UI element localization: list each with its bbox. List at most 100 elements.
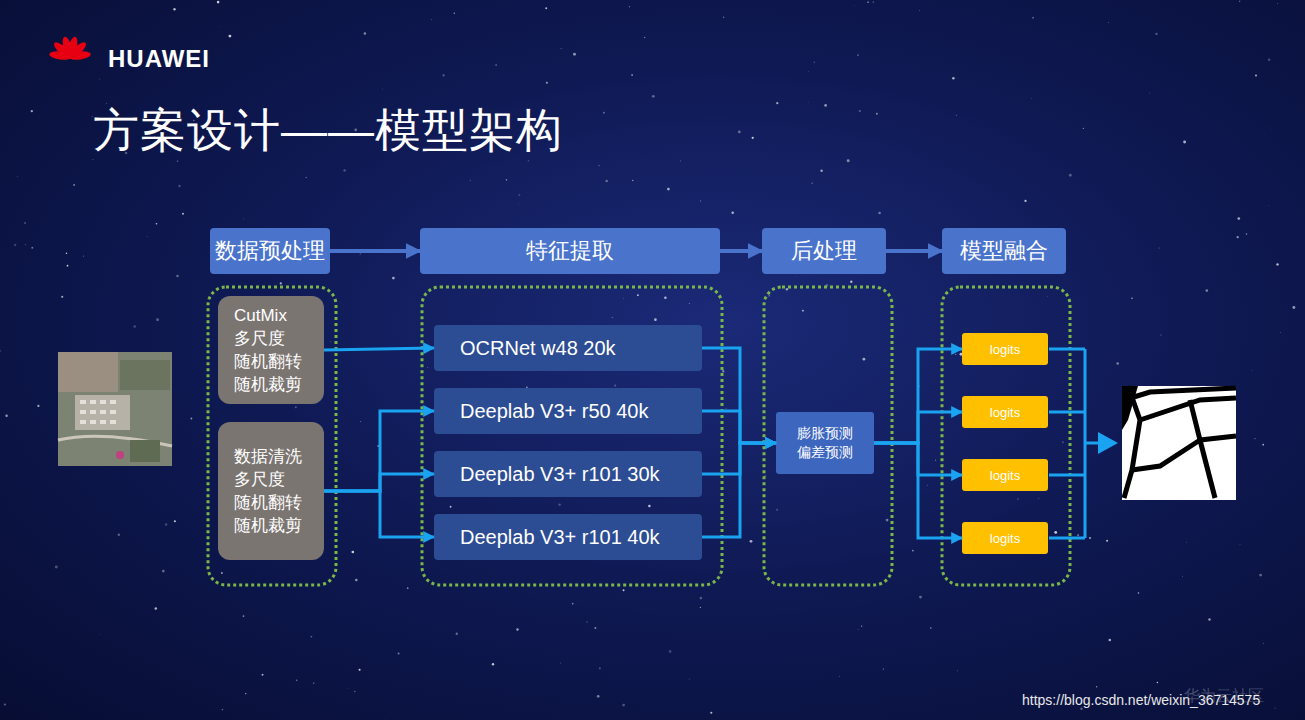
star — [605, 180, 607, 182]
star — [1271, 127, 1273, 129]
star — [347, 688, 349, 690]
star — [545, 7, 547, 9]
star — [165, 523, 168, 526]
star — [431, 19, 433, 21]
star — [351, 551, 354, 554]
star — [31, 247, 33, 249]
star — [876, 113, 878, 115]
star — [664, 297, 667, 300]
star — [245, 693, 246, 694]
stage-header: 模型融合 — [942, 228, 1066, 274]
output-arrowhead — [1098, 432, 1118, 454]
star — [495, 64, 497, 66]
star — [1032, 17, 1034, 19]
stage-header: 后处理 — [762, 228, 886, 274]
star — [814, 61, 816, 63]
star — [1038, 498, 1040, 500]
star — [1160, 334, 1161, 335]
star — [156, 318, 159, 321]
star — [1149, 92, 1151, 94]
star — [1246, 233, 1248, 235]
star — [91, 115, 93, 117]
connector-arrow — [702, 411, 776, 443]
star — [858, 629, 859, 630]
star — [177, 160, 179, 162]
star — [1276, 263, 1278, 265]
star — [1206, 289, 1209, 292]
star — [573, 53, 576, 56]
star — [1237, 217, 1240, 220]
star — [850, 281, 852, 283]
star — [100, 634, 102, 636]
star — [470, 180, 471, 181]
star — [631, 74, 633, 76]
star — [648, 505, 650, 507]
star — [623, 589, 625, 591]
star — [202, 430, 204, 432]
star — [752, 137, 754, 139]
star — [330, 340, 332, 342]
star — [176, 275, 179, 278]
star — [952, 77, 954, 79]
star — [861, 626, 862, 627]
star — [560, 47, 562, 49]
star — [242, 218, 244, 220]
star — [918, 10, 920, 12]
star — [811, 182, 813, 184]
star — [808, 71, 810, 73]
star — [0, 350, 1, 352]
star — [1138, 592, 1140, 594]
star — [1186, 541, 1188, 543]
star — [1077, 534, 1079, 536]
star — [857, 54, 859, 56]
connector-arrow — [330, 249, 420, 253]
star — [873, 2, 874, 3]
star — [776, 509, 778, 511]
connector-arrow — [324, 348, 434, 350]
box-text: CutMix 多尺度 随机翻转 随机裁剪 — [234, 304, 308, 396]
star — [603, 112, 605, 114]
fusion-lines — [1049, 349, 1100, 538]
box-text: 数据预处理 — [215, 236, 325, 266]
star — [1109, 639, 1112, 642]
star — [1183, 141, 1186, 144]
star — [1108, 22, 1110, 24]
star — [586, 621, 588, 623]
star — [669, 650, 672, 653]
star — [219, 26, 221, 28]
star — [1157, 682, 1159, 684]
star — [859, 110, 861, 112]
box-text: Deeplab V3+ r101 30k — [460, 463, 660, 486]
star — [820, 169, 822, 171]
box-text: logits — [990, 405, 1020, 420]
input-aerial-image — [58, 352, 172, 466]
box-text: logits — [990, 531, 1020, 546]
star — [14, 244, 16, 246]
star — [4, 703, 6, 705]
star — [1239, 543, 1241, 545]
star — [912, 550, 914, 552]
star — [25, 244, 27, 246]
star — [280, 282, 282, 284]
star — [710, 712, 712, 714]
connector-arrow — [874, 349, 962, 443]
star — [654, 318, 657, 321]
connector-arrow — [874, 443, 962, 538]
star — [354, 691, 356, 693]
box-text: Deeplab V3+ r50 40k — [460, 400, 648, 423]
star — [174, 520, 176, 522]
star — [427, 367, 429, 369]
group-outline — [208, 287, 1070, 585]
star — [296, 680, 297, 681]
star — [1239, 1, 1240, 2]
star — [738, 131, 741, 134]
star — [454, 13, 455, 14]
star — [597, 695, 600, 698]
star — [1259, 574, 1262, 577]
star — [1062, 441, 1064, 443]
star — [1268, 58, 1271, 61]
connector-arrow — [702, 348, 776, 443]
star — [546, 82, 548, 84]
star — [558, 503, 560, 505]
star — [919, 596, 922, 599]
